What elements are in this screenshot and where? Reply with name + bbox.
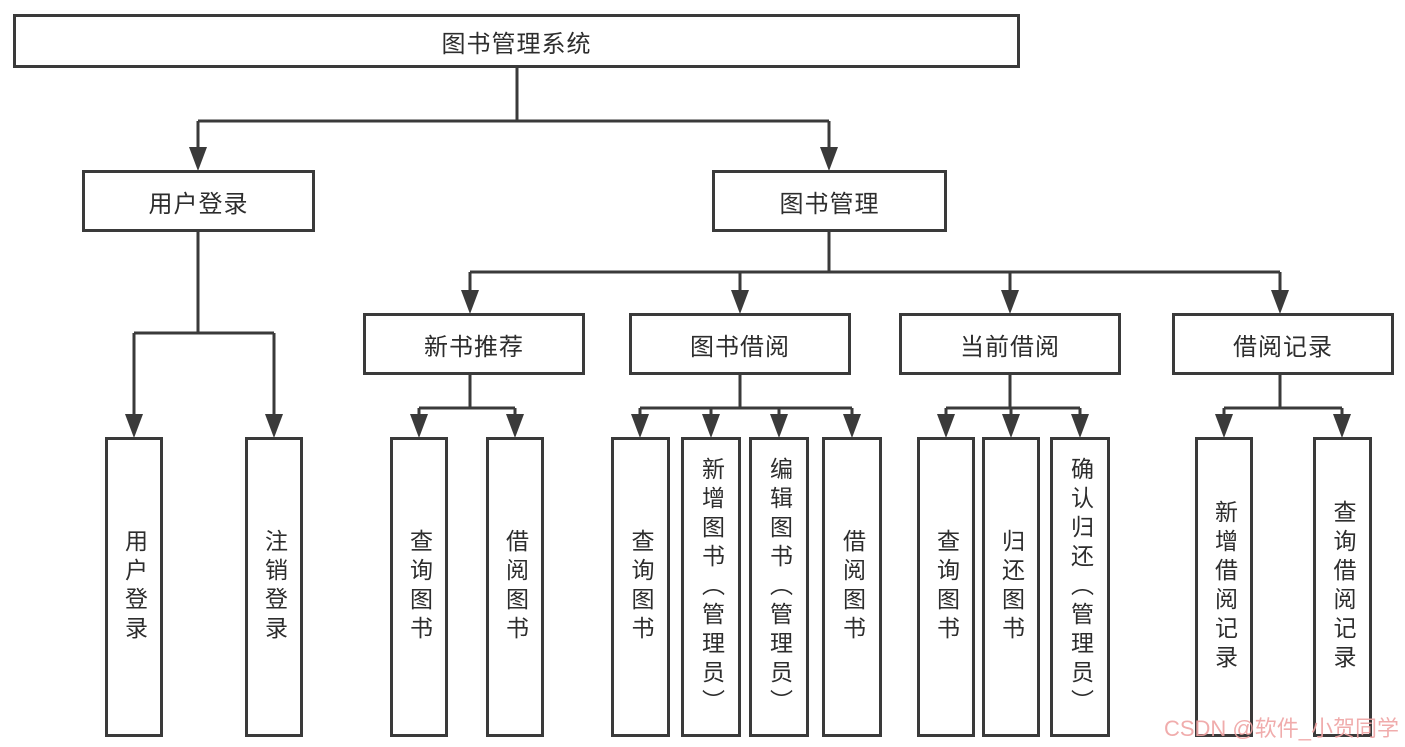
connector-userlogin-to-leaves (125, 232, 283, 438)
node-label: 新书推荐 (424, 333, 524, 361)
leaf-query-books-borrow: 查询图书 (611, 437, 670, 737)
leaf-label: 归还图书 (998, 529, 1025, 645)
node-new-book-recommend: 新书推荐 (363, 313, 585, 375)
node-book-borrow: 图书借阅 (629, 313, 851, 375)
node-book-management: 图书管理 (712, 170, 947, 232)
connector-root-to-level2 (189, 68, 838, 171)
connector-bookmgmt-to-level3 (461, 232, 1289, 314)
node-user-login: 用户登录 (82, 170, 315, 232)
leaf-return-book: 归还图书 (982, 437, 1040, 737)
leaf-label: 用户登录 (121, 529, 148, 645)
node-label: 图书管理系统 (441, 30, 592, 58)
connector-currentborrow-to-leaves (937, 375, 1089, 438)
leaf-label: 注销登录 (261, 529, 288, 645)
leaf-edit-book-admin: 编辑图书（管理员） (749, 437, 809, 737)
leaf-label: 编辑图书（管理员） (766, 456, 793, 718)
leaf-label: 新增图书（管理员） (698, 456, 725, 718)
node-label: 借阅记录 (1233, 333, 1333, 361)
leaf-label: 查询图书 (406, 529, 433, 645)
leaf-label: 查询借阅记录 (1330, 500, 1356, 674)
leaf-add-book-admin: 新增图书（管理员） (681, 437, 741, 737)
leaf-label: 借阅图书 (502, 529, 529, 645)
node-label: 图书借阅 (690, 333, 790, 361)
leaf-logout: 注销登录 (245, 437, 303, 737)
leaf-label: 借阅图书 (839, 529, 866, 645)
leaf-borrow-books-recommend: 借阅图书 (486, 437, 544, 737)
leaf-query-books-recommend: 查询图书 (390, 437, 448, 737)
leaf-user-login: 用户登录 (105, 437, 163, 737)
node-label: 当前借阅 (960, 333, 1060, 361)
leaf-add-borrow-record: 新增借阅记录 (1195, 437, 1253, 737)
leaf-label: 新增借阅记录 (1211, 500, 1238, 674)
leaf-borrow-books: 借阅图书 (822, 437, 882, 737)
node-current-borrow: 当前借阅 (899, 313, 1121, 375)
connector-newbook-to-leaves (410, 375, 524, 438)
leaf-label: 查询图书 (628, 529, 654, 645)
connector-records-to-leaves (1215, 375, 1351, 438)
node-library-management-system: 图书管理系统 (13, 14, 1020, 68)
node-label: 用户登录 (148, 190, 249, 218)
leaf-query-borrow-record: 查询借阅记录 (1313, 437, 1372, 737)
connector-bookborrow-to-leaves (631, 375, 861, 438)
leaf-query-books-current: 查询图书 (917, 437, 975, 737)
leaf-confirm-return-admin: 确认归还（管理员） (1050, 437, 1110, 737)
leaf-label: 查询图书 (933, 529, 960, 645)
leaf-label: 确认归还（管理员） (1067, 456, 1094, 718)
node-borrow-records: 借阅记录 (1172, 313, 1394, 375)
node-label: 图书管理 (779, 190, 880, 218)
